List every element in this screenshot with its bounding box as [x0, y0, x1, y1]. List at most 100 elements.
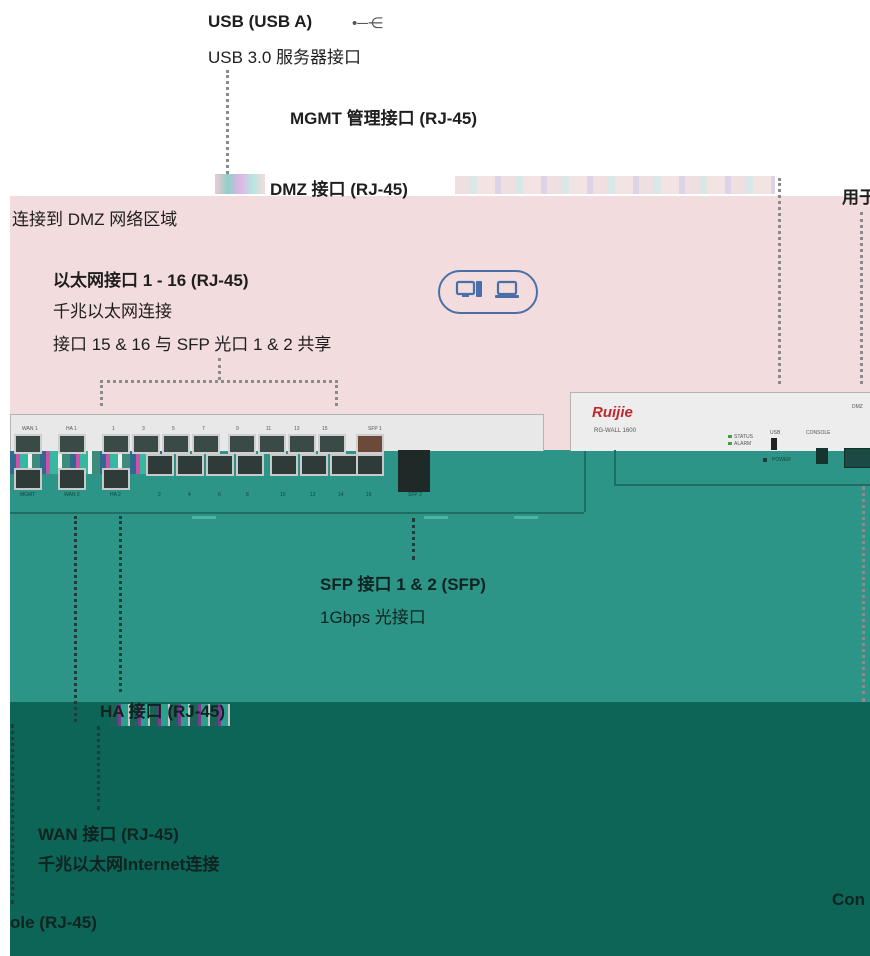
port-3 [132, 434, 160, 454]
wan-desc: 千兆以太网Internet连接 [38, 855, 220, 874]
port-label-wan2: WAN 2 [64, 492, 80, 498]
panel-foot [424, 516, 448, 519]
usb-leader-line [226, 70, 229, 174]
led-alarm-label: ALARM [728, 441, 751, 447]
port-label-2: 2 [158, 492, 161, 498]
port-label-wan1: WAN 1 [22, 426, 38, 432]
port-wan1 [14, 434, 42, 454]
panel-foot [192, 516, 216, 519]
port-label-1: 1 [112, 426, 115, 432]
port-label-8: 8 [246, 492, 249, 498]
port-sfp2 [398, 450, 430, 492]
usb-icon: •─⋲ [352, 15, 383, 32]
sfp-leader-line [412, 518, 415, 560]
panel-frame-line [10, 512, 584, 514]
port-12 [300, 454, 328, 476]
port-label-16: 16 [366, 492, 372, 498]
port-label-10: 10 [280, 492, 286, 498]
port-ha1 [58, 434, 86, 454]
ethernet-bracket-right [335, 380, 338, 406]
device-front-unit-lower [614, 450, 870, 486]
port-13 [288, 434, 316, 454]
port-label-15: 15 [322, 426, 328, 432]
port-2 [146, 454, 174, 476]
power-label: POWER [772, 457, 791, 463]
artifact-strip [455, 176, 775, 194]
port-5 [162, 434, 190, 454]
sfp-title: SFP 接口 1 & 2 (SFP) [320, 575, 486, 594]
port-4 [176, 454, 204, 476]
port-mgmt [14, 468, 42, 490]
laptop-icon [493, 279, 521, 306]
port-sfp1 [356, 434, 384, 454]
access-icons-pill [438, 270, 538, 314]
console-right-label: Con [832, 890, 866, 909]
dmz-title: DMZ 接口 (RJ-45) [270, 180, 408, 199]
artifact-strip [215, 174, 265, 194]
device-model: RG-WALL 1600 [594, 428, 636, 434]
status-led [728, 435, 732, 438]
ha-title: HA 接口 (RJ-45) [100, 702, 225, 721]
port-label-14: 14 [338, 492, 344, 498]
port-1 [102, 434, 130, 454]
right-cut-label: 用于 [842, 188, 870, 207]
right-leader-line [860, 212, 863, 384]
port-7 [192, 434, 220, 454]
console-left-label: ole (RJ-45) [10, 913, 97, 932]
port-10 [270, 454, 298, 476]
wan-leader-line-lower [97, 726, 100, 810]
artifact-strip [110, 704, 230, 726]
right-leader-line-lower [862, 486, 865, 702]
port-label-sfp1: SFP 1 [368, 426, 382, 432]
console-port-label: CONSOLE [806, 430, 831, 436]
port-label-sfp2: SFP 2 [408, 492, 422, 498]
brand-logo: Ruijie [592, 404, 633, 421]
port-label-ha1: HA 1 [66, 426, 77, 432]
console-terminal-icon [455, 279, 485, 306]
ethernet-title: 以太网接口 1 - 16 (RJ-45) [53, 271, 249, 290]
power-led [763, 458, 767, 462]
dmz-port [844, 448, 870, 468]
teal-band [10, 450, 870, 702]
sfp-desc: 1Gbps 光接口 [320, 608, 426, 627]
usb-title: USB (USB A) [208, 12, 313, 31]
ha-leader-line [119, 516, 122, 692]
usb-port [771, 438, 777, 450]
ethernet-bracket-center [218, 358, 221, 380]
port-14 [330, 454, 358, 476]
port-11 [258, 434, 286, 454]
wan-title: WAN 接口 (RJ-45) [38, 825, 179, 844]
port-label-9: 9 [236, 426, 239, 432]
port-wan2 [58, 468, 86, 490]
ethernet-line2: 接口 15 & 16 与 SFP 光口 1 & 2 共享 [53, 335, 332, 354]
port-9 [228, 434, 256, 454]
panel-frame-edge [584, 450, 586, 512]
port-label-4: 4 [188, 492, 191, 498]
port-label-ha2: HA 2 [110, 492, 121, 498]
console-port [816, 448, 828, 464]
port-ha2 [102, 468, 130, 490]
port-label-13: 13 [294, 426, 300, 432]
console-leader-line [11, 724, 14, 904]
port-8 [236, 454, 264, 476]
port-16 [356, 454, 384, 476]
dmz-leader-line [778, 178, 781, 384]
port-label-11: 11 [266, 426, 272, 432]
led-status-label: STATUS [728, 434, 753, 440]
port-15 [318, 434, 346, 454]
dmz-port-label: DMZ [852, 404, 863, 410]
port-label-mgmt: MGMT [20, 492, 36, 498]
ethernet-line1: 千兆以太网连接 [53, 302, 172, 321]
mgmt-title: MGMT 管理接口 (RJ-45) [290, 109, 477, 128]
port-label-7: 7 [202, 426, 205, 432]
ethernet-bracket-left [100, 380, 103, 406]
dmz-desc: 连接到 DMZ 网络区域 [12, 210, 178, 229]
port-label-12: 12 [310, 492, 316, 498]
wan-leader-line-upper [74, 516, 77, 722]
device-front-unit [570, 392, 870, 451]
port-label-6: 6 [218, 492, 221, 498]
port-label-3: 3 [142, 426, 145, 432]
dark-band [10, 702, 870, 956]
panel-foot [514, 516, 538, 519]
alarm-led [728, 442, 732, 445]
